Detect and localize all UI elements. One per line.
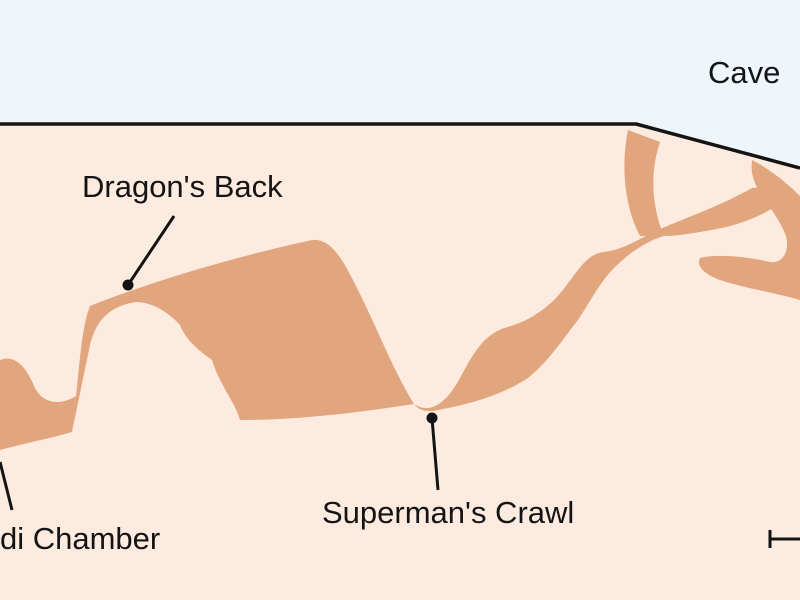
passage-dragons-back bbox=[72, 239, 414, 432]
dragons-back-marker bbox=[122, 279, 134, 291]
dragons-back-leader bbox=[126, 215, 176, 286]
cave-label: Cave bbox=[708, 55, 780, 90]
cave-passages bbox=[0, 130, 800, 450]
chamber-label: di Chamber bbox=[0, 521, 160, 556]
passage-right-branch bbox=[698, 160, 800, 300]
passage-left-chamber bbox=[0, 358, 76, 450]
dragons-back-label: Dragon's Back bbox=[82, 169, 283, 204]
ground-surface-line bbox=[0, 122, 800, 170]
passage-supermans-crawl bbox=[414, 187, 784, 412]
supermans-crawl-marker bbox=[426, 412, 438, 424]
passage-upper-loop bbox=[624, 130, 664, 236]
sky-region bbox=[0, 0, 800, 168]
supermans-crawl-label: Superman's Crawl bbox=[322, 495, 574, 530]
supermans-crawl-leader bbox=[430, 417, 440, 491]
chamber-leader bbox=[0, 461, 14, 511]
ground-region bbox=[0, 124, 800, 600]
